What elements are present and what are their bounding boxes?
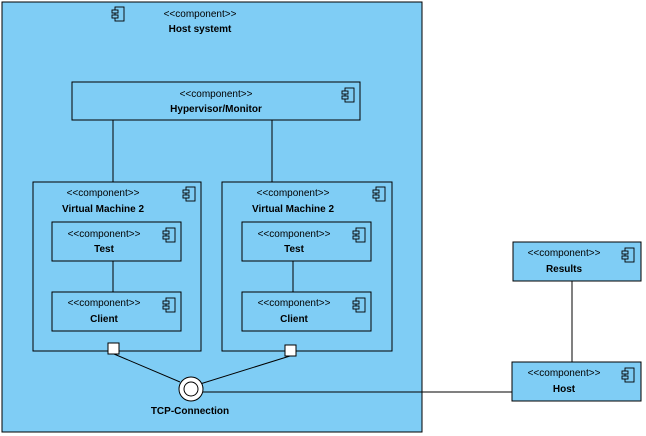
component-client-left[interactable]: <<component>> Client: [51, 291, 182, 332]
component-test-right[interactable]: <<component>> Test: [241, 221, 372, 262]
component-name: Hypervisor/Monitor: [170, 104, 262, 115]
component-name: Client: [90, 314, 118, 325]
stereotype-label: <<component>>: [528, 248, 601, 259]
stereotype-label: <<component>>: [528, 368, 601, 379]
stereotype-label: <<component>>: [164, 9, 237, 20]
stereotype-label: <<component>>: [257, 188, 330, 199]
component-name: Test: [94, 244, 114, 255]
component-name: Host: [553, 384, 576, 395]
component-icon: [352, 297, 366, 313]
port-vm-right[interactable]: [284, 344, 297, 357]
component-icon: [621, 247, 635, 263]
component-name: Host systemt: [169, 24, 232, 35]
interface-label: TCP-Connection: [151, 406, 229, 417]
stereotype-label: <<component>>: [67, 188, 140, 199]
component-icon: [341, 87, 355, 103]
component-icon: [352, 227, 366, 243]
component-test-left[interactable]: <<component>> Test: [51, 221, 182, 262]
component-icon: [162, 297, 176, 313]
port-vm-left[interactable]: [107, 342, 120, 355]
component-results[interactable]: <<component>> Results: [512, 241, 642, 282]
connector-port-left-interface: [113, 353, 181, 383]
provided-interface-icon[interactable]: [178, 376, 204, 402]
component-host[interactable]: <<component>> Host: [511, 361, 642, 402]
connector-port-right-interface: [199, 355, 291, 385]
component-client-right[interactable]: <<component>> Client: [241, 291, 372, 332]
component-icon: [372, 186, 386, 202]
stereotype-label: <<component>>: [180, 89, 253, 100]
stereotype-label: <<component>>: [68, 229, 141, 240]
stereotype-label: <<component>>: [68, 298, 141, 309]
component-name: Test: [284, 244, 304, 255]
component-icon: [621, 367, 635, 383]
stereotype-label: <<component>>: [258, 298, 331, 309]
component-icon: [111, 6, 125, 22]
component-icon: [162, 227, 176, 243]
component-icon: [182, 186, 196, 202]
component-name: Client: [280, 314, 308, 325]
component-name: Results: [546, 264, 583, 275]
stereotype-label: <<component>>: [258, 229, 331, 240]
component-name: Virtual Machine 2: [62, 204, 145, 215]
component-name: Virtual Machine 2: [252, 204, 335, 215]
component-hypervisor[interactable]: <<component>> Hypervisor/Monitor: [71, 81, 361, 121]
